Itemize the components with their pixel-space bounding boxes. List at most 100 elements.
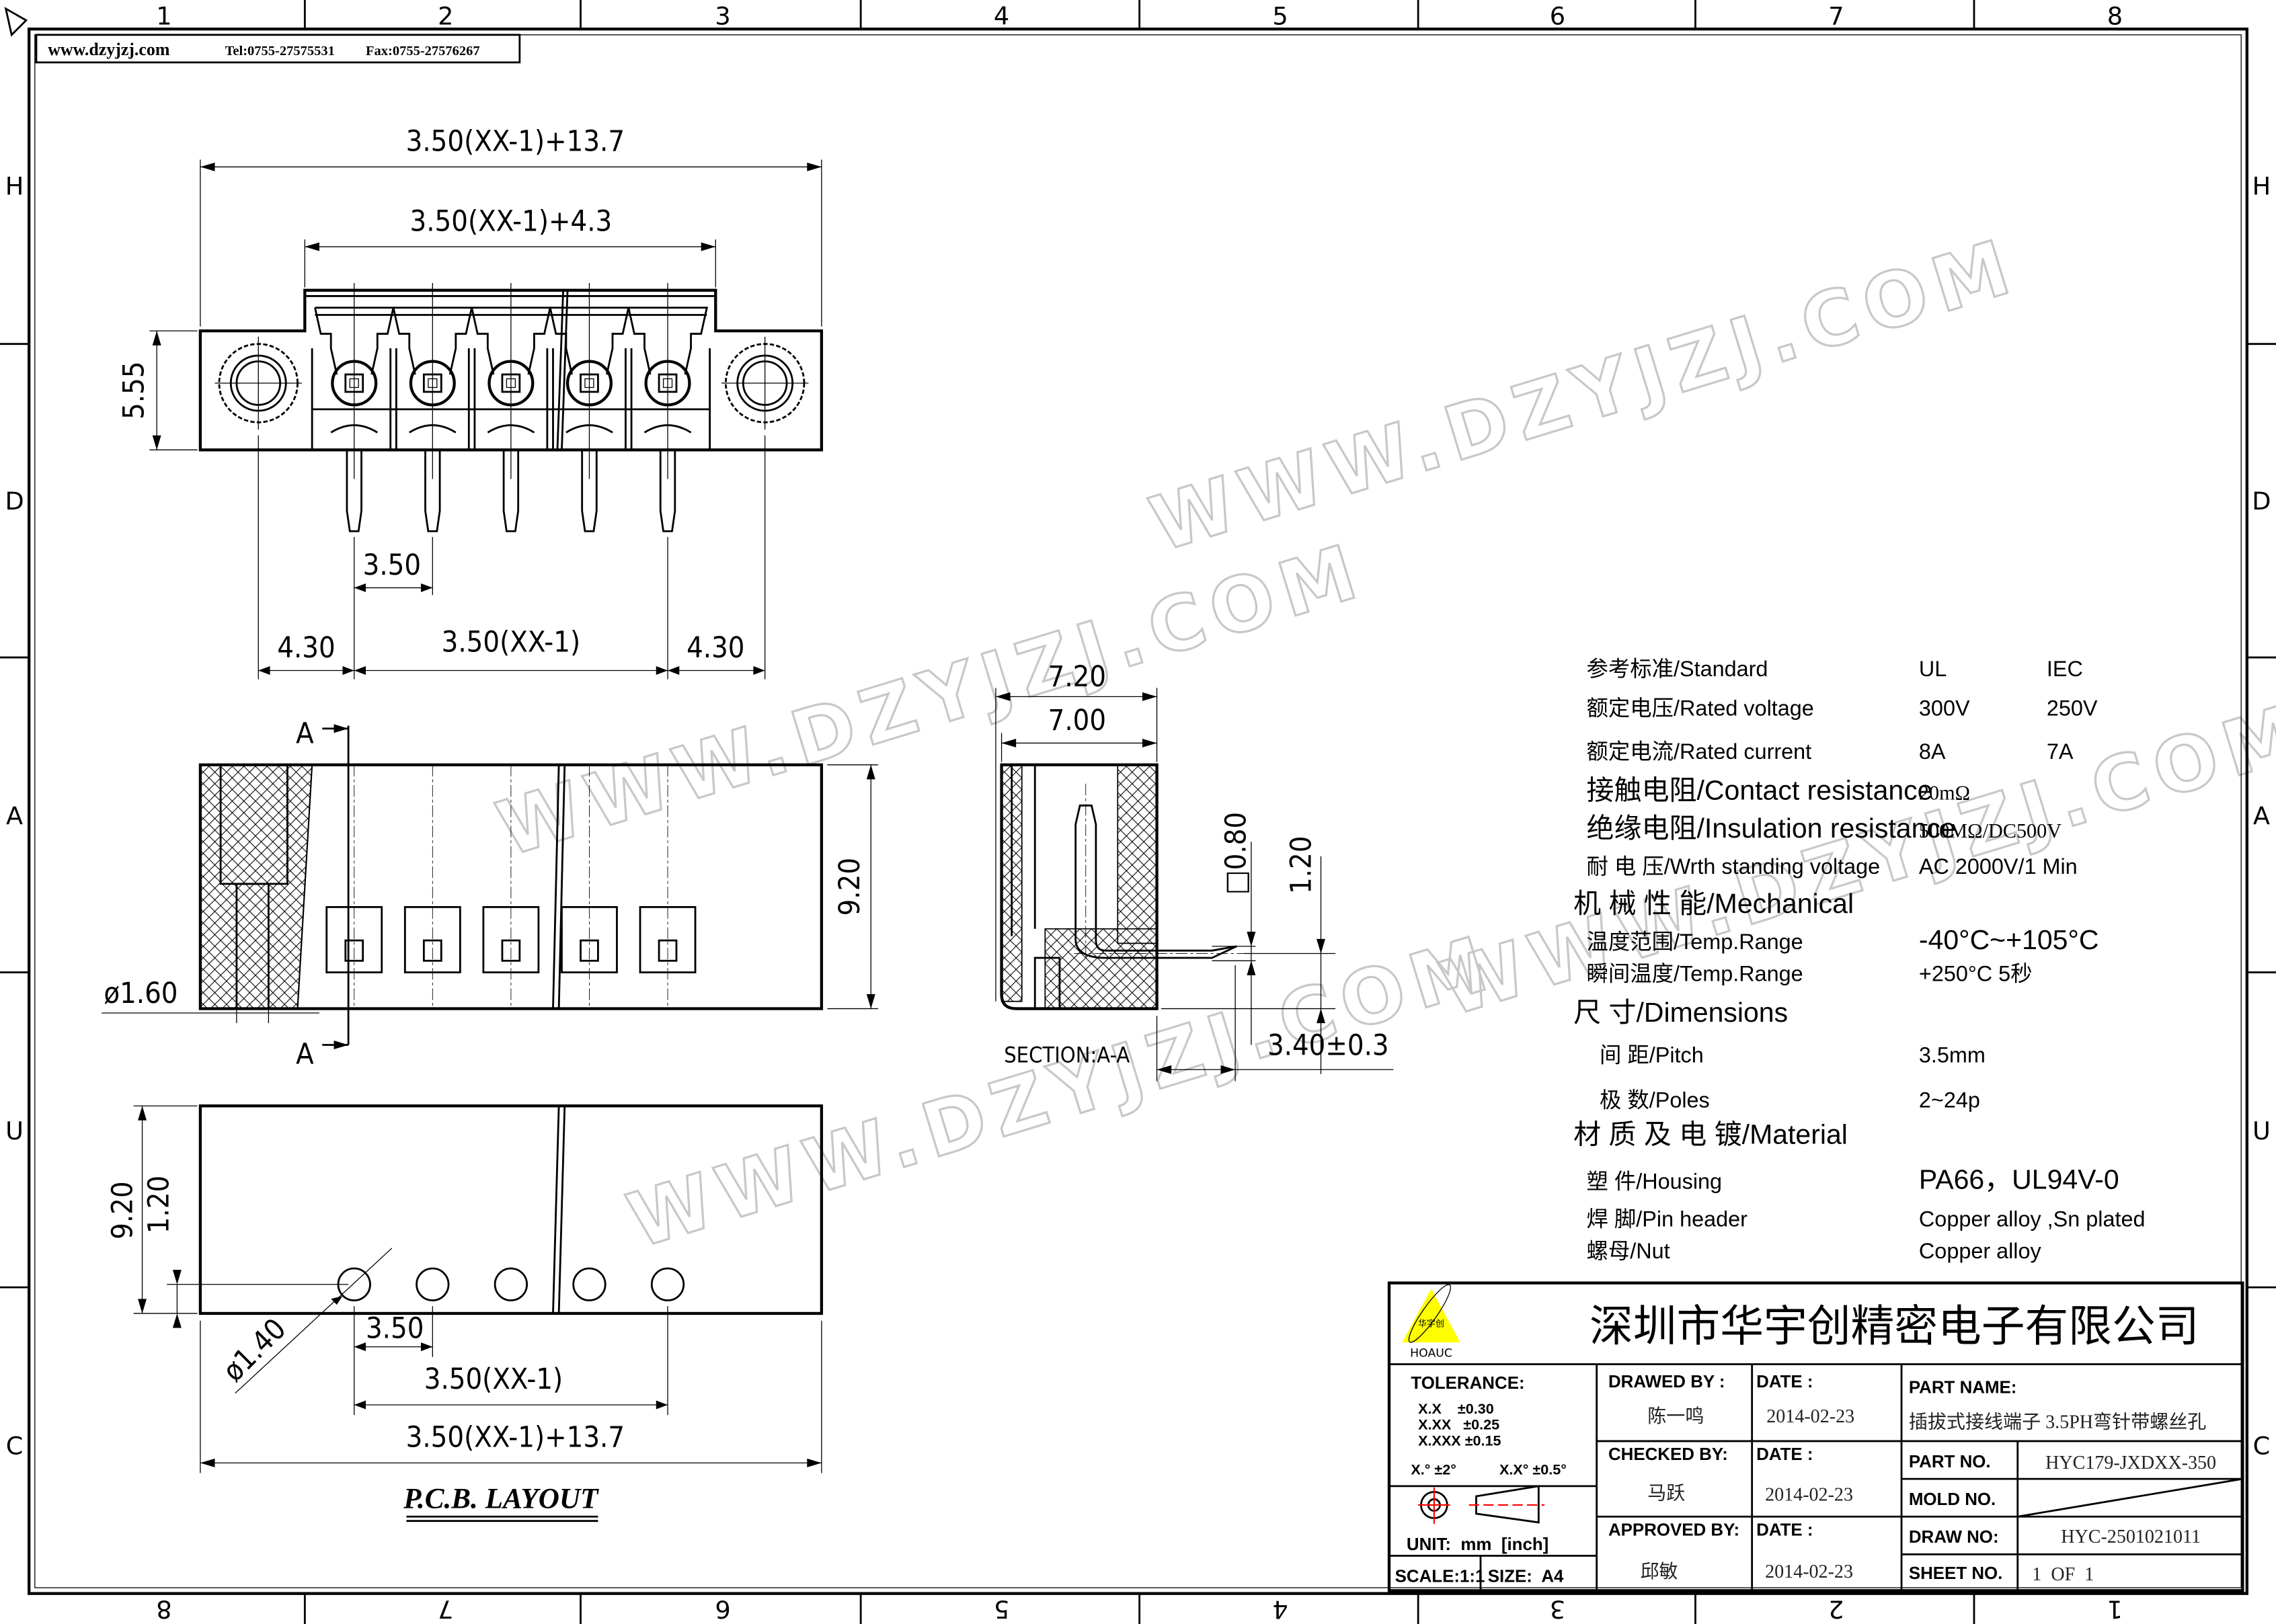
pin-slot	[482, 764, 540, 1009]
tolerance-3: X.XXX ±0.15	[1418, 1432, 1501, 1449]
date-label: DATE :	[1756, 1445, 1813, 1464]
dim-pcb-span: 3.50(XX-1)	[424, 1363, 563, 1396]
spec-label: 瞬间温度/Temp.Range	[1587, 962, 1803, 986]
terminal-pole	[625, 283, 711, 532]
sheet-no-label: SHEET NO.	[1909, 1564, 2003, 1583]
spec-value: 8A	[1919, 739, 1946, 764]
ruler-row: D	[5, 487, 24, 516]
sheet-size: SIZE: A4	[1488, 1567, 1564, 1586]
ruler-col: 3	[715, 2, 730, 31]
spec-value: Copper alloy ,Sn plated	[1919, 1207, 2146, 1231]
pcb-layout-title: P.C.B. LAYOUT	[403, 1483, 599, 1514]
approved-date: 2014-02-23	[1765, 1561, 1853, 1582]
terminal-pole	[389, 283, 476, 532]
screw-left-icon	[214, 336, 303, 430]
spec-row: 温度范围/Temp.Range-40°C~+105°C	[1587, 924, 2099, 955]
spec-value: +250°C 5秒	[1919, 962, 2033, 986]
company-logo: 华宇创 HOAUC	[1402, 1284, 1460, 1361]
dim-inner-width: 7.00	[1048, 704, 1106, 737]
spec-label: 材 质 及 电 镀/Material	[1573, 1119, 1848, 1149]
row-ruler: H D A U C H D A U C	[5, 171, 2271, 1460]
spec-label: 焊 脚/Pin header	[1587, 1207, 1748, 1231]
dim-pcb-overall: 3.50(XX-1)+13.7	[406, 1421, 625, 1455]
ruler-col: 5	[994, 1594, 1009, 1623]
pcb-hole	[416, 1267, 450, 1301]
spec-value-iec: 7A	[2047, 739, 2074, 764]
ruler-col: 8	[156, 1594, 171, 1623]
spec-label: 额定电流/Rated current	[1587, 739, 1812, 764]
mold-no-label: MOLD NO.	[1909, 1490, 1996, 1509]
spec-row: 额定电流/Rated current 8A 7A	[1587, 739, 2074, 764]
pcb-hole	[572, 1267, 606, 1301]
spec-label: 参考标准/Standard	[1587, 657, 1768, 681]
spec-label: 塑 件/Housing	[1587, 1169, 1723, 1193]
spec-row: 尺 寸/Dimensions	[1573, 997, 1788, 1028]
dim-pitch: 3.50	[363, 549, 421, 582]
angle-tolerance-2: X.X° ±0.5°	[1499, 1461, 1567, 1478]
spec-row: 焊 脚/Pin header Copper alloy ,Sn plated	[1587, 1207, 2146, 1231]
spec-row: 瞬间温度/Temp.Range +250°C 5秒	[1587, 962, 2033, 986]
ruler-row: A	[2253, 801, 2270, 830]
part-no: HYC179-JXDXX-350	[2045, 1453, 2216, 1473]
dim-height: 5.55	[118, 362, 151, 419]
angle-tolerance-1: X.° ±2°	[1411, 1461, 1456, 1478]
spec-value: 3.5mm	[1919, 1043, 1986, 1067]
dim-front-height: 9.20	[833, 858, 867, 916]
title-block: 华宇创 HOAUC 深圳市华宇创精密电子有限公司 TOLERANCE: X.X …	[1387, 1281, 2244, 1592]
date-label: DATE :	[1756, 1520, 1813, 1539]
pcb-hole	[650, 1267, 685, 1301]
tolerance-1: X.X ±0.30	[1418, 1400, 1494, 1417]
column-ruler-top: 1 2 3 4 5 6 7 8	[156, 2, 2123, 31]
drawed-date: 2014-02-23	[1766, 1406, 1854, 1427]
part-name-label: PART NAME:	[1909, 1379, 2017, 1397]
dim-hole-dia: ø1.60	[104, 977, 178, 1010]
drawed-by-label: DRAWED BY :	[1608, 1373, 1725, 1391]
ruler-row: U	[5, 1116, 24, 1145]
pcb-hole	[494, 1267, 528, 1301]
section-mark-top: A	[296, 717, 314, 750]
ruler-col: 6	[715, 1594, 730, 1623]
ruler-row: C	[2253, 1431, 2271, 1460]
dim-pin-square: □0.80	[1219, 812, 1253, 895]
spec-row: 机 械 性 能/Mechanical	[1573, 888, 1854, 919]
column-ruler-bottom: 8 7 6 5 4 3 2 1	[156, 1594, 2123, 1623]
spec-label: 额定电压/Rated voltage	[1587, 696, 1814, 720]
approved-by: 邱敏	[1640, 1561, 1678, 1582]
ruler-col: 2	[438, 2, 453, 31]
pin-slot	[325, 764, 383, 1009]
spec-value: UL	[1919, 657, 1947, 681]
spec-value: 2~24p	[1919, 1088, 1980, 1112]
unit: UNIT: mm [inch]	[1407, 1535, 1548, 1554]
section-view: 7.20 7.00 □0.80 1.20 3.40±0.3 SECTION:A-…	[995, 660, 1394, 1082]
screw-right-icon	[721, 336, 809, 430]
ruler-row: C	[6, 1431, 24, 1460]
projection-symbol-icon	[1418, 1485, 1544, 1525]
ruler-row: A	[6, 801, 23, 830]
spec-label: 极 数/Poles	[1600, 1088, 1710, 1112]
drawed-by: 陈一鸣	[1647, 1406, 1704, 1427]
checked-date: 2014-02-23	[1765, 1484, 1853, 1505]
ruler-col: 4	[1272, 1594, 1288, 1623]
spec-value-iec: 250V	[2047, 696, 2098, 720]
date-label: DATE :	[1756, 1373, 1813, 1391]
spec-row: 极 数/Poles 2~24p	[1600, 1088, 1980, 1112]
ruler-row: U	[2252, 1116, 2271, 1145]
pin-slot	[403, 764, 461, 1009]
spec-label: 机 械 性 能/Mechanical	[1573, 888, 1854, 919]
dim-pcb-pitch: 3.50	[366, 1312, 424, 1346]
checked-by-label: CHECKED BY:	[1608, 1445, 1728, 1464]
part-name: 插拔式接线端子 3.5PH弯针带螺丝孔	[1909, 1412, 2207, 1433]
terminal-pole	[311, 283, 397, 532]
ruler-col: 8	[2107, 2, 2123, 31]
dim-hole-offset: 1.20	[142, 1176, 175, 1233]
tolerance-title: TOLERANCE:	[1411, 1374, 1524, 1393]
spec-value: -40°C~+105°C	[1919, 924, 2099, 955]
draw-no: HYC-2501021011	[2061, 1527, 2201, 1547]
